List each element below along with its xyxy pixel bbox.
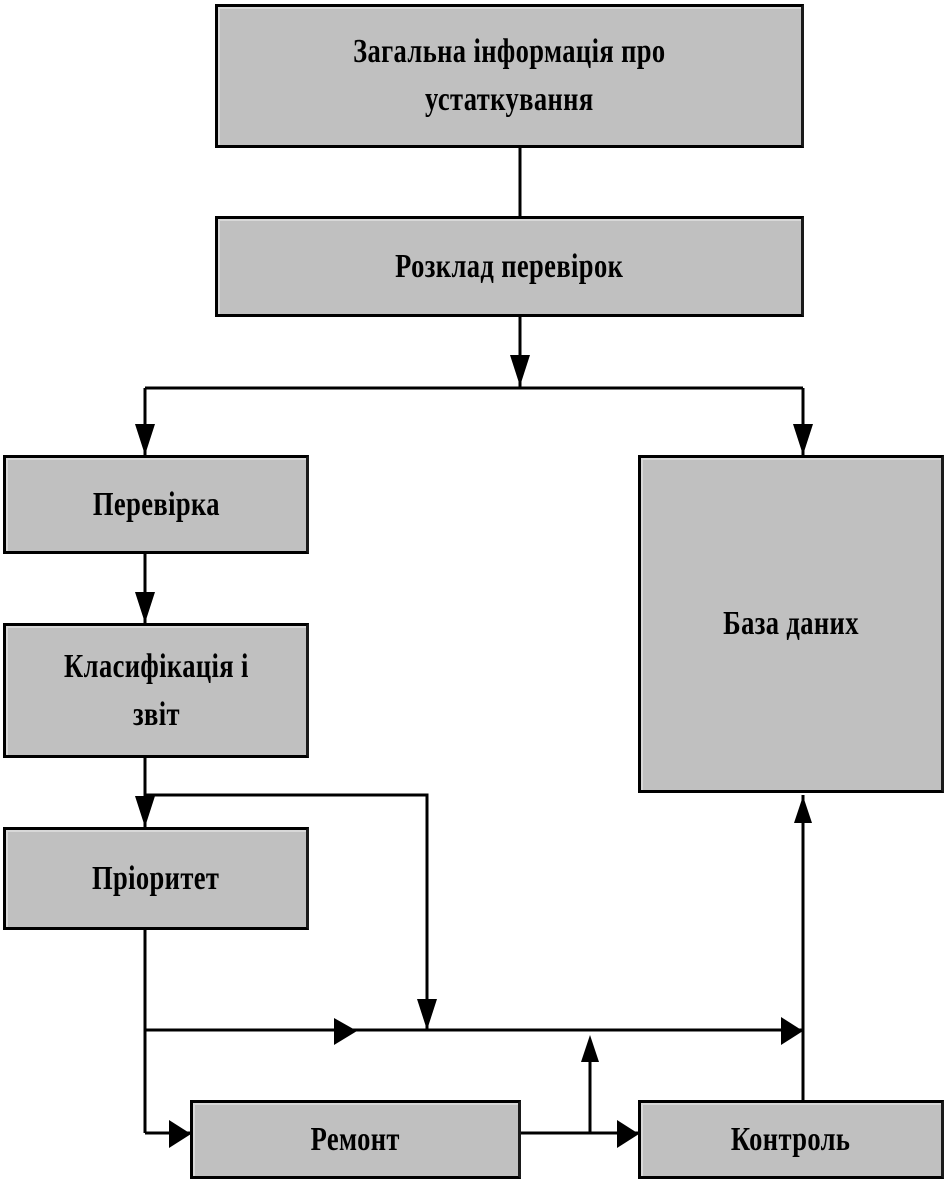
node-label: Розклад перевірок [395,247,624,285]
node-label: Класифікація і звіт [63,647,249,733]
arrow-up-icon [581,1035,599,1062]
node-general-info: Загальна інформація про устаткування [215,4,804,148]
node-schedule: Розклад перевірок [215,216,804,317]
arrow-down-icon [510,355,530,386]
arrow-right-icon [781,1017,803,1045]
arrow-right-icon [169,1120,191,1148]
arrow-down-icon [793,424,813,455]
node-repair: Ремонт [190,1100,521,1179]
arrow-up-icon [794,796,812,823]
node-inspection: Перевірка [3,455,309,554]
arrow-down-icon [135,424,155,455]
arrow-down-icon [417,999,437,1030]
node-priority: Пріоритет [3,827,309,930]
node-label: База даних [723,605,859,643]
node-label: Контроль [731,1120,851,1158]
node-control: Контроль [638,1100,944,1179]
node-label: Пріоритет [92,859,220,897]
arrow-down-icon [135,796,155,827]
node-label: Перевірка [92,485,220,523]
node-label: Ремонт [310,1120,401,1158]
arrow-down-icon [135,592,155,623]
node-label: Загальна інформація про устаткування [353,33,666,118]
arrow-right-icon [334,1018,357,1045]
node-database: База даних [638,455,944,793]
node-classification: Класифікація і звіт [3,623,309,758]
edge-classification-bypass [145,793,429,1030]
arrow-right-icon [617,1120,639,1148]
